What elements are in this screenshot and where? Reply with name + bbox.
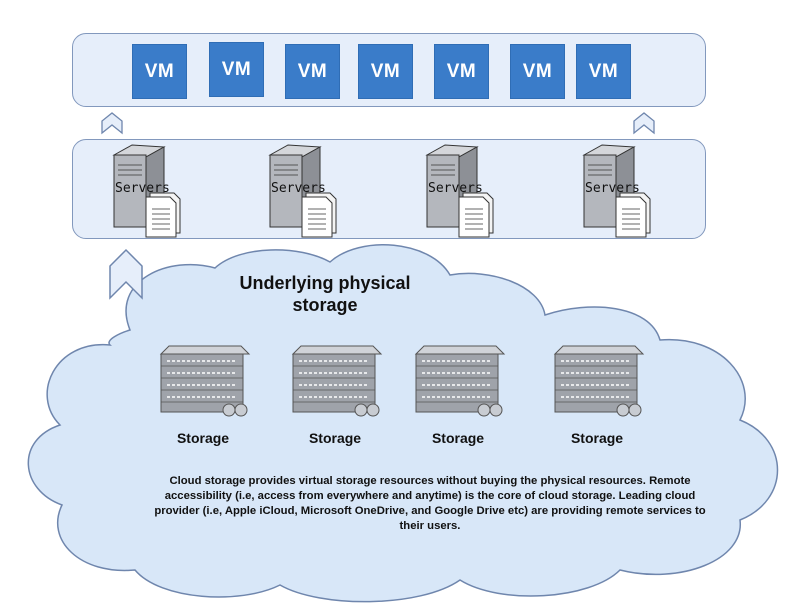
up-arrow-icon	[101, 112, 123, 135]
server-icon	[112, 144, 181, 238]
vm-box: VM	[285, 44, 340, 99]
up-arrow-icon	[633, 112, 655, 135]
cloud-title: Underlying physical storage	[239, 273, 411, 315]
server-label: Servers	[428, 181, 483, 196]
storage-label: Storage	[431, 430, 485, 446]
vm-box: VM	[576, 44, 631, 99]
vm-box: VM	[358, 44, 413, 99]
storage-label: Storage	[570, 430, 624, 446]
server-icon	[582, 144, 651, 238]
storage-icon	[414, 345, 506, 417]
storage-icon	[291, 345, 383, 417]
storage-item: Storage	[412, 345, 512, 456]
cloud-description: Cloud storage provides virtual storage r…	[154, 475, 706, 532]
vm-box: VM	[209, 42, 264, 97]
server-label: Servers	[271, 181, 326, 196]
storage-item: Storage	[289, 345, 389, 456]
vm-box: VM	[434, 44, 489, 99]
up-arrow-icon	[109, 248, 143, 300]
storage-item: Storage	[551, 345, 651, 456]
storage-icon	[553, 345, 645, 417]
server-item: Servers	[112, 143, 192, 238]
storage-item: Storage	[157, 345, 257, 456]
server-icon	[425, 144, 494, 238]
storage-label: Storage	[308, 430, 362, 446]
server-label: Servers	[585, 181, 640, 196]
storage-label: Storage	[176, 430, 230, 446]
storage-icon	[159, 345, 251, 417]
server-icon	[268, 144, 337, 238]
server-item: Servers	[268, 143, 348, 238]
vm-box: VM	[510, 44, 565, 99]
vm-box: VM	[132, 44, 187, 99]
server-item: Servers	[425, 143, 505, 238]
server-item: Servers	[582, 143, 662, 238]
server-label: Servers	[115, 181, 170, 196]
